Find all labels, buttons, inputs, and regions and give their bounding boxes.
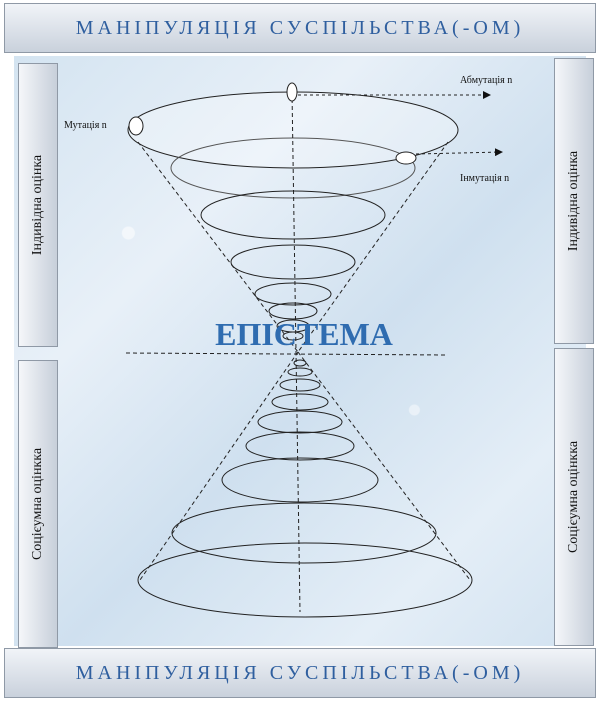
mutation-marker — [128, 116, 144, 136]
bottom-cone-ring — [171, 502, 437, 564]
center-title: ЕПІСТЕМА — [215, 316, 393, 352]
top-cone-ring — [282, 331, 304, 341]
bottom-cone-ring — [245, 431, 355, 461]
right-top-side-panel: Індивідна оцінка — [554, 58, 594, 344]
bottom-cone — [137, 359, 473, 618]
inmutation-arrow — [415, 148, 503, 157]
bottom-cone-ring — [279, 378, 321, 392]
horizontal-axis — [125, 352, 449, 356]
top-cone-ring — [268, 302, 318, 320]
bottom-banner: МАНІПУЛЯЦІЯ СУСПІЛЬСТВА(-ОМ) — [4, 648, 596, 698]
bottom-cone-ring — [293, 359, 307, 367]
top-cone-ring — [170, 137, 416, 199]
cone-edges — [125, 91, 471, 613]
bottom-cone-ring — [257, 410, 343, 434]
bottom-cone-ring — [287, 367, 313, 377]
vertical-axis — [291, 91, 301, 613]
abmutation-marker — [286, 82, 298, 102]
bottom-cone-ring — [137, 542, 473, 618]
top-banner: МАНІПУЛЯЦІЯ СУСПІЛЬСТВА(-ОМ) — [4, 3, 596, 53]
left-top-side-panel: Індивідна оцінка — [18, 63, 58, 347]
abmutation-label: Абмутація n — [460, 75, 512, 86]
top-cone-ring — [200, 190, 386, 240]
background-canvas — [14, 56, 586, 646]
bottom-cone-ring — [221, 457, 379, 503]
bottom-cone-ring — [271, 393, 329, 411]
inmutation-label: Інмутація n — [460, 173, 509, 184]
right-bottom-side-panel: Соцієумна оцінкка — [554, 348, 594, 646]
top-cone-ring — [230, 244, 356, 280]
top-cone-ring — [254, 282, 332, 306]
left-bottom-side-panel: Соцієумна оцінкка — [18, 360, 58, 648]
mutation-label: Мутація n — [64, 120, 107, 131]
inmutation-marker — [395, 151, 417, 165]
